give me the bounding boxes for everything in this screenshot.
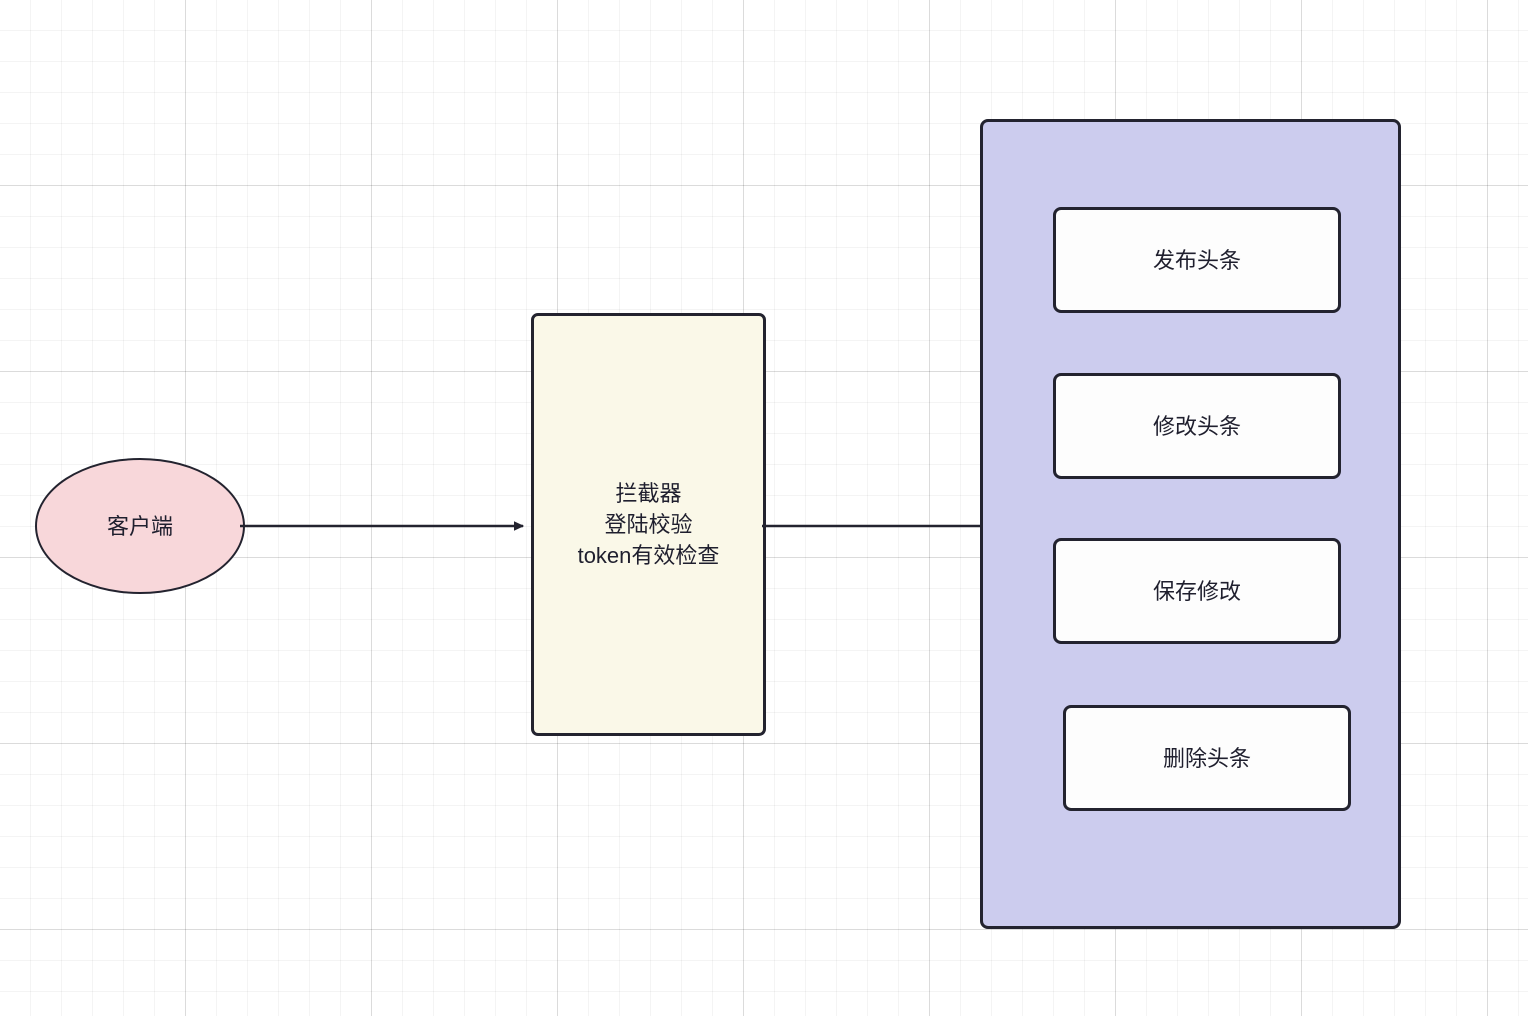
service-box-save[interactable]: 保存修改	[1053, 538, 1341, 644]
service-box-save-label: 保存修改	[1152, 578, 1241, 604]
arrow-client-to-interceptor	[240, 521, 525, 531]
node-interceptor-label: 拦截器 登陆校验 token有效检查	[577, 481, 720, 568]
service-box-delete[interactable]: 删除头条	[1063, 705, 1351, 811]
service-box-delete-label: 删除头条	[1162, 745, 1251, 771]
service-container[interactable]: 发布头条 修改头条 保存修改 删除头条	[980, 119, 1401, 929]
service-box-edit-label: 修改头条	[1152, 413, 1241, 439]
node-client[interactable]: 客户端	[35, 458, 245, 594]
service-box-publish-label: 发布头条	[1152, 247, 1241, 273]
arrow-interceptor-to-services	[762, 521, 1023, 531]
node-interceptor[interactable]: 拦截器 登陆校验 token有效检查	[531, 313, 766, 736]
node-client-label: 客户端	[106, 513, 173, 539]
service-box-edit[interactable]: 修改头条	[1053, 373, 1341, 479]
service-box-publish[interactable]: 发布头条	[1053, 207, 1341, 313]
